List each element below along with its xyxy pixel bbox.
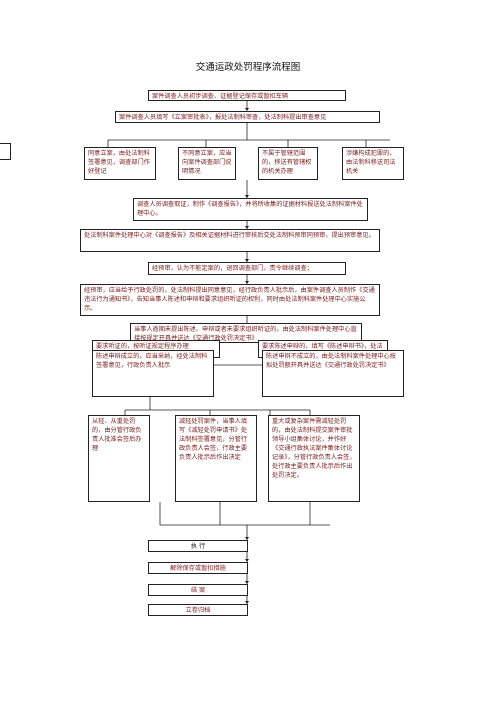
option-criminal-transfer: 涉嫌构成犯罪的，由法制科移送司法机关 bbox=[342, 147, 404, 180]
step-initial-investigation: 案件调查人员初步调查、证据登记保存或暂扣车辆 bbox=[148, 90, 346, 101]
edge-marker bbox=[0, 143, 11, 160]
step-return-for-investigation: 经预审，认为不能定案的，退回调查部门，责令继续调查； bbox=[148, 262, 346, 275]
step-archive: 立卷归档 bbox=[148, 604, 248, 616]
step-notification: 经预审，应当给予行政处罚的，处法制科提出同意意见，经行政负责人批示后，由案件调查… bbox=[80, 284, 380, 316]
option-reduced-penalty: 减轻处罚案件，当事人填写《减轻处罚申请书》处法制科签署意见，分管行政负责人会签，… bbox=[175, 415, 257, 502]
step-release-measures: 解除保存或暂扣措施 bbox=[148, 562, 248, 574]
option-defense-rejected: 陈述申辩不成立的，由处法制科案件处理中心按拟处罚额开具并送达《交通行政处罚决定书… bbox=[262, 350, 404, 397]
step-close-case: 结 案 bbox=[148, 584, 248, 596]
option-disagree-filing: 不同意立案，应当向案件调查部门说明情况 bbox=[178, 147, 236, 180]
option-agree-filing: 同意立案，由处法制科签署意见，调查部门作好登记 bbox=[84, 147, 156, 180]
step-evidence-collection: 调查人员调查取证，制作《调查报告》，并将所收集的证据材料报送处法制科案件处理中心… bbox=[133, 198, 368, 221]
option-transfer-jurisdiction: 不属于管辖范围的，移送有管辖权的机关办理 bbox=[258, 147, 318, 180]
step-filing-approval: 案件调查人员填写《立案审批表》，报处法制科审查，处法制科提出审查意见 bbox=[115, 111, 380, 123]
page-title: 交通运政处罚程序流程图 bbox=[195, 62, 301, 73]
option-major-case: 重大或复杂案件需减轻处罚的，由处法制科提交案件审批领导小组集体讨论，并作好《交通… bbox=[268, 415, 360, 502]
option-defense-accepted: 陈述申辩成立的，应当采纳，经处法制科签署意见，行政负责人批示 bbox=[92, 350, 214, 397]
option-lighter-heavier-penalty: 从轻、从重处罚的，由分管行政负责人批准会签后办理 bbox=[88, 415, 150, 502]
step-direct-decision: 当事人逾期未提出陈述、申辩或者未要求组织听证的，由处法制科案件处理中心直接按规定… bbox=[130, 323, 362, 343]
step-execute: 执 行 bbox=[148, 540, 248, 552]
step-review: 处法制科案件处理中心对《调查报告》及相关证据材料进行审核后交处法制科预审同预审，… bbox=[80, 229, 380, 252]
